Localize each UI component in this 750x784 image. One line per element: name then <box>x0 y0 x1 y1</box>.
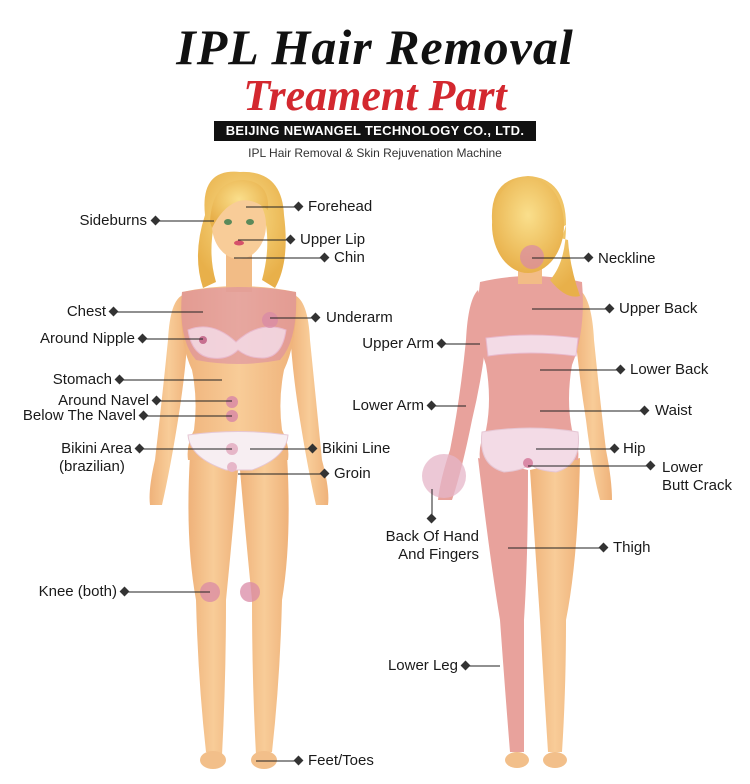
back-bra <box>485 334 579 357</box>
front-lips <box>234 240 244 246</box>
label-underarm: Underarm <box>326 309 393 326</box>
back-right-arm <box>574 290 612 500</box>
back-left-foot <box>505 752 529 768</box>
front-underwear <box>187 431 289 471</box>
callout-lines <box>114 206 650 762</box>
label-stomach: Stomach <box>52 371 112 388</box>
back-right-leg <box>530 458 580 752</box>
back-head-hair <box>492 177 564 273</box>
front-right-foot <box>251 751 277 769</box>
front-left-arm <box>149 295 188 505</box>
right-knee-spot <box>240 582 260 602</box>
back-left-arm <box>438 290 488 500</box>
label-lower-arm: Lower Arm <box>352 397 424 414</box>
label-forehead: Forehead <box>308 198 373 215</box>
front-right-eye <box>246 219 254 225</box>
label-bikini-area: Bikini Area <box>61 440 132 457</box>
title-line-2: Treament Part <box>243 71 507 120</box>
front-right-leg <box>240 455 289 755</box>
label-waist: Waist <box>655 402 692 419</box>
groin-spot <box>227 462 237 472</box>
callout-diamonds <box>108 201 656 766</box>
label-lower-butt-2: Butt Crack <box>662 477 733 494</box>
back-figure <box>422 176 612 768</box>
machine-subtitle: IPL Hair Removal & Skin Rejuvenation Mac… <box>248 146 502 160</box>
label-around-nipple: Around Nipple <box>39 330 135 347</box>
label-upper-arm: Upper Arm <box>362 335 434 352</box>
label-neckline: Neckline <box>598 250 656 267</box>
label-below-navel: Below The Navel <box>22 407 136 424</box>
front-fringe <box>210 180 269 228</box>
label-groin: Groin <box>334 465 371 482</box>
navel-spot <box>226 396 238 408</box>
label-upper-back: Upper Back <box>619 300 698 317</box>
back-right-foot <box>543 752 567 768</box>
front-figure <box>149 171 329 769</box>
label-feet: Feet/Toes <box>308 752 374 769</box>
label-lower-back: Lower Back <box>630 361 709 378</box>
label-bikini-line: Bikini Line <box>322 440 391 457</box>
nipple-spot <box>199 336 207 344</box>
label-hip: Hip <box>623 440 646 457</box>
label-lower-leg: Lower Leg <box>387 657 458 674</box>
label-back-hand-1: Back Of Hand <box>385 528 479 545</box>
back-left-leg <box>478 458 528 752</box>
front-left-foot <box>200 751 226 769</box>
back-torso <box>478 276 583 460</box>
label-sideburns: Sideburns <box>79 212 147 229</box>
label-back-hand-2: And Fingers <box>398 546 479 563</box>
back-underwear <box>480 427 580 473</box>
title-line-1: IPL Hair Removal <box>176 19 574 75</box>
front-left-eye <box>224 219 232 225</box>
label-chest: Chest <box>66 303 106 320</box>
hand-spot <box>422 454 466 498</box>
neckline-spot <box>520 245 544 269</box>
label-knee: Knee (both) <box>38 583 117 600</box>
label-upper-lip: Upper Lip <box>300 231 366 248</box>
front-right-arm <box>290 295 329 505</box>
front-left-leg <box>188 455 238 755</box>
label-around-navel: Around Navel <box>58 392 149 409</box>
front-bra <box>187 326 287 359</box>
label-lower-butt-1: Lower <box>662 459 703 476</box>
label-bikini-area-sub: (brazilian) <box>59 458 125 475</box>
label-chin: Chin <box>334 249 365 266</box>
company-banner: BEIJING NEWANGEL TECHNOLOGY CO., LTD. <box>214 121 536 141</box>
label-thigh: Thigh <box>613 539 651 556</box>
underarm-spot <box>262 312 278 328</box>
